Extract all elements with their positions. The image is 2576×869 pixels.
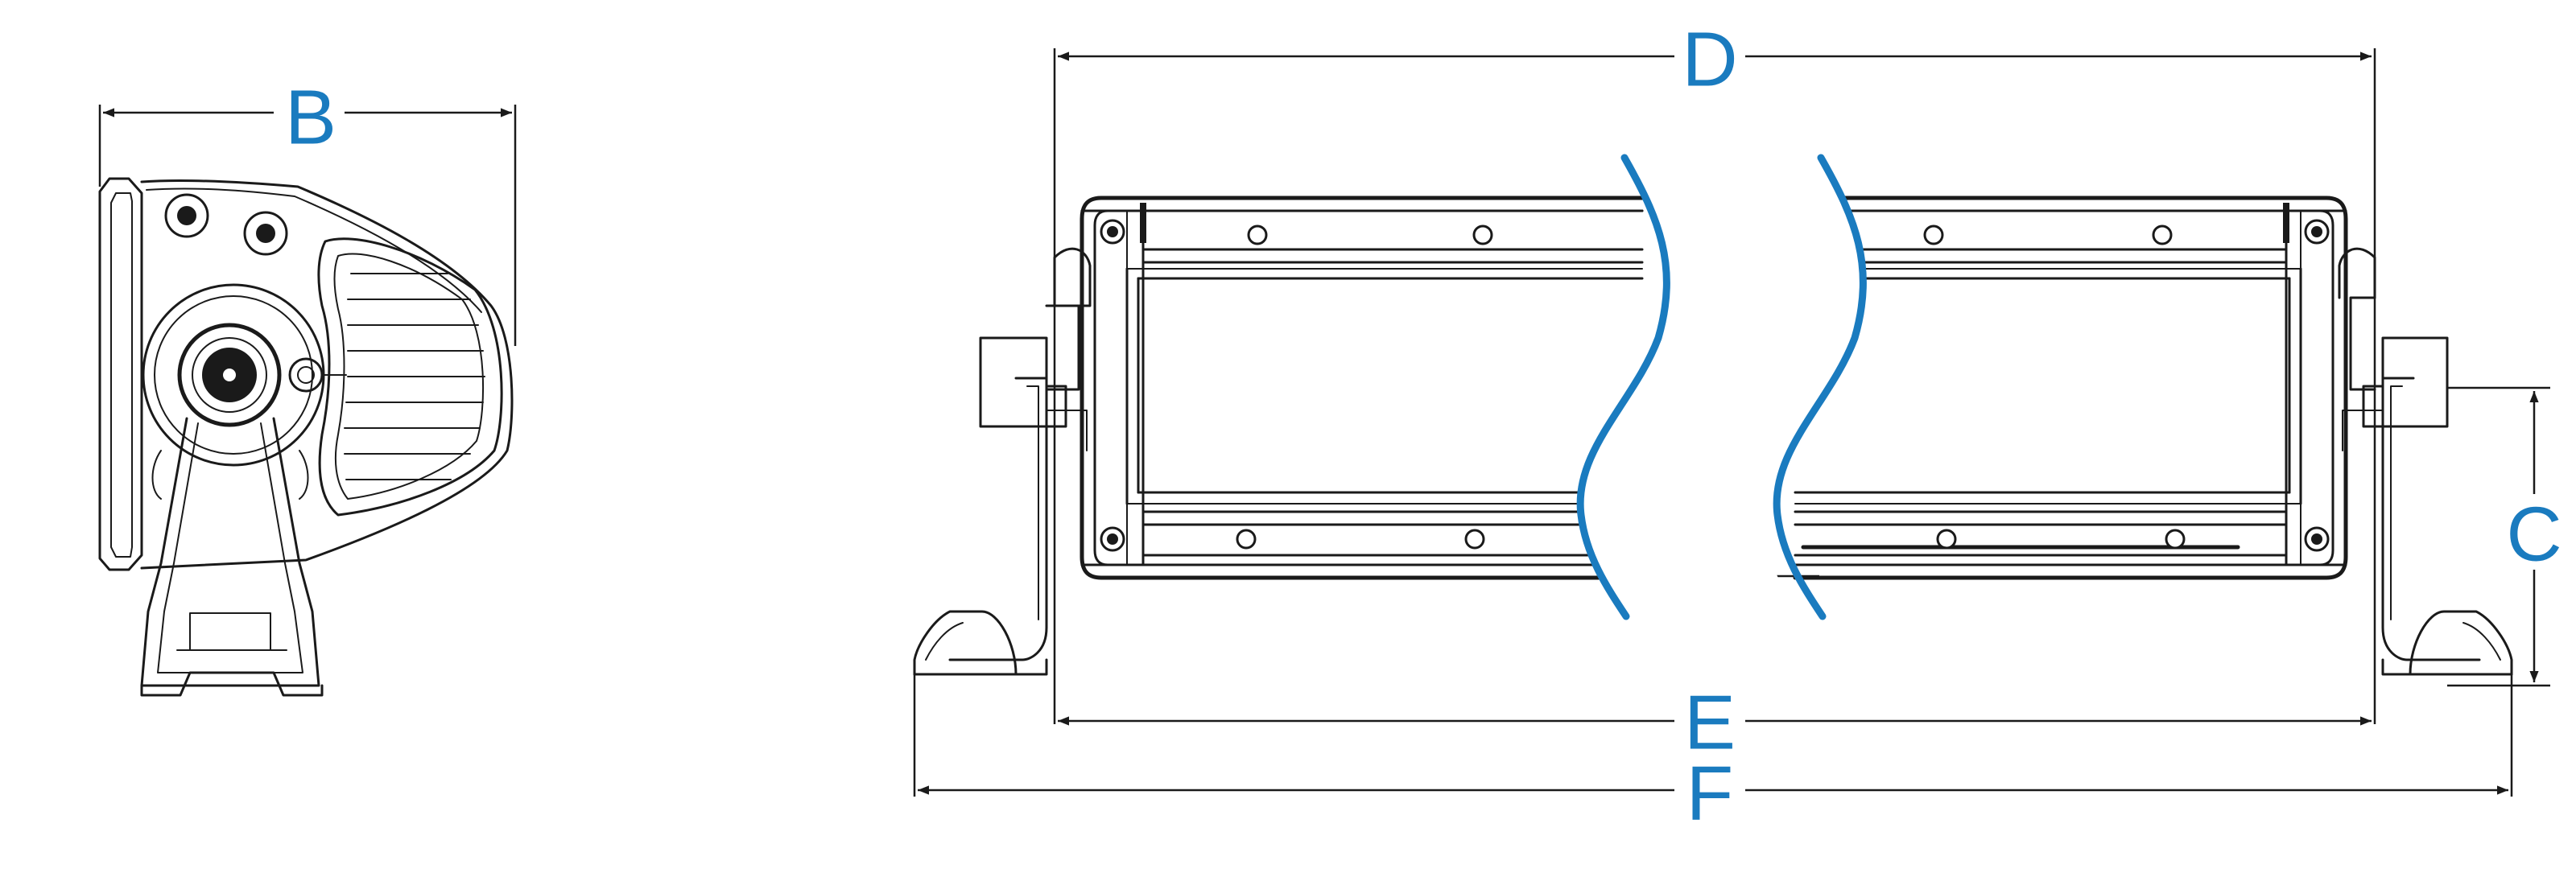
dimension-label-f: F	[1686, 751, 1734, 837]
dimension-label-b: B	[285, 75, 336, 161]
break-mark-left	[1576, 154, 1670, 620]
right-mounting-bracket	[2338, 247, 2513, 676]
dimension-label-c: C	[2506, 492, 2562, 578]
dimension-label-e: E	[1684, 680, 1736, 766]
light-bar-housing	[1080, 196, 2348, 580]
left-mounting-bracket	[913, 247, 1092, 676]
front-view: D E F A C	[913, 17, 2562, 837]
break-mark-right	[1773, 154, 1867, 620]
side-view: B	[98, 75, 517, 697]
dimension-label-d: D	[1682, 17, 1737, 103]
